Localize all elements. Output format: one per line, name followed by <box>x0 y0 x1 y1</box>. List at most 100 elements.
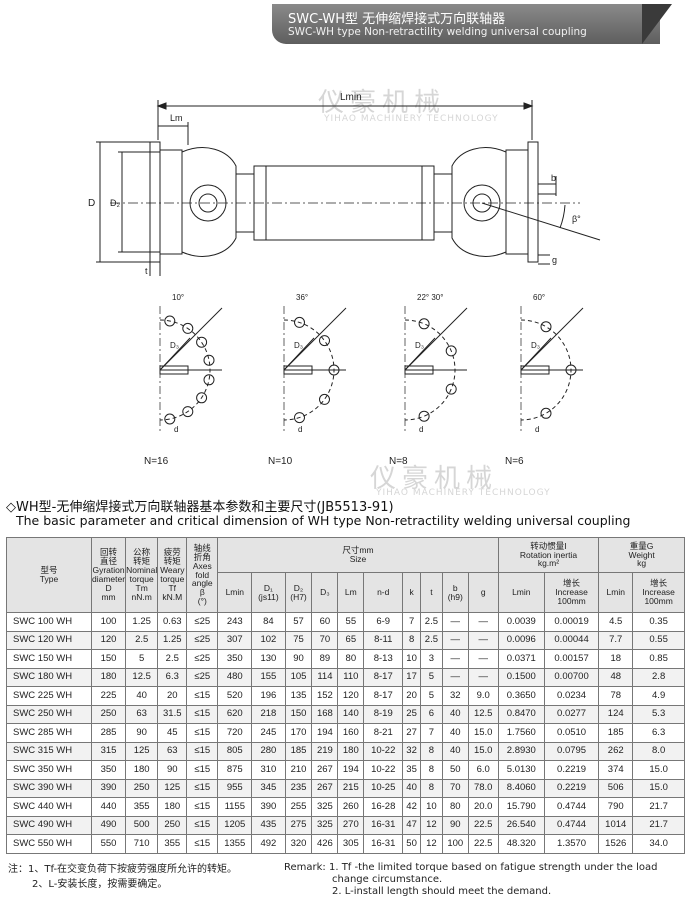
table-cell: 0.4744 <box>543 797 600 817</box>
table-cell: 10-25 <box>363 778 404 798</box>
table-cell: 40 <box>441 704 469 724</box>
table-cell: 194 <box>337 760 365 780</box>
table-cell: 215 <box>337 778 365 798</box>
table-cell: 0.00019 <box>543 612 600 632</box>
table-cell: — <box>467 612 499 632</box>
cell-model: SWC 225 WH <box>6 686 92 706</box>
note-en-2: change circumstance. <box>332 874 443 885</box>
table-cell: 90 <box>441 815 469 835</box>
table-cell: 1526 <box>598 834 634 854</box>
th-size-col-2: D₂(H7) <box>284 572 313 613</box>
table-cell: 8 <box>419 741 443 761</box>
table-cell: 1.7560 <box>497 723 545 743</box>
bolt-hole <box>182 406 194 418</box>
table-cell: — <box>467 649 499 669</box>
table-cell: 2.5 <box>125 630 159 650</box>
table-cell: 520 <box>217 686 253 706</box>
table-cell: 4.9 <box>632 686 685 706</box>
table-cell: 7.7 <box>598 630 634 650</box>
table-cell: 185 <box>598 723 634 743</box>
table-cell: 16-28 <box>363 797 404 817</box>
table-cell: 63 <box>157 741 188 761</box>
flange-label: N=16 <box>144 456 169 467</box>
table-cell: 790 <box>598 797 634 817</box>
table-cell: 2.8930 <box>497 741 545 761</box>
table-cell: 80 <box>441 797 469 817</box>
table-cell: 125 <box>125 741 159 761</box>
table-cell: 6.0 <box>467 760 499 780</box>
table-cell: 196 <box>251 686 286 706</box>
table-cell: 15.0 <box>632 760 685 780</box>
table-cell: 70 <box>311 630 339 650</box>
table-cell: 12.5 <box>125 667 159 687</box>
table-cell: 0.0510 <box>543 723 600 743</box>
table-cell: 45 <box>157 723 188 743</box>
flange-d-label: d <box>298 425 302 434</box>
table-cell: 8-17 <box>363 686 404 706</box>
table-cell: 285 <box>90 723 127 743</box>
bolt-hole <box>418 318 430 330</box>
title-banner: SWC-WH型 无伸缩焊接式万向联轴器 SWC-WH type Non-retr… <box>272 4 672 44</box>
table-cell: 0.85 <box>632 649 685 669</box>
table-cell: 47 <box>402 815 421 835</box>
table-cell: 130 <box>251 649 286 669</box>
flange-n10 <box>283 306 347 434</box>
table-cell: 80 <box>337 649 365 669</box>
table-cell: 270 <box>337 815 365 835</box>
table-cell: 40 <box>441 741 469 761</box>
table-cell: — <box>441 612 469 632</box>
watermark-bottom-sub: YIHAO MACHINERY TECHNOLOGY <box>376 488 551 498</box>
table-cell: 135 <box>284 686 313 706</box>
table-cell: 218 <box>251 704 286 724</box>
table-cell: 426 <box>311 834 339 854</box>
table-cell: 0.1500 <box>497 667 545 687</box>
flange-angle: 60° <box>533 293 545 302</box>
flange-n8 <box>404 306 468 434</box>
table-cell: 150 <box>90 649 127 669</box>
th-size-col-9: g <box>467 572 499 613</box>
note-en-1: Remark: 1. Tf -the limited torque based … <box>284 862 658 873</box>
table-cell: 152 <box>311 686 339 706</box>
table-cell: 32 <box>402 741 421 761</box>
bolt-hole <box>203 374 215 386</box>
table-cell: 20 <box>402 686 421 706</box>
table-cell: 125 <box>157 778 188 798</box>
table-cell: 325 <box>311 797 339 817</box>
table-cell: 140 <box>337 704 365 724</box>
table-cell: 155 <box>251 667 286 687</box>
table-cell: 120 <box>90 630 127 650</box>
table-cell: 160 <box>337 723 365 743</box>
table-cell: 0.0371 <box>497 649 545 669</box>
table-cell: 89 <box>311 649 339 669</box>
table-cell: 310 <box>251 760 286 780</box>
table-cell: 180 <box>157 797 188 817</box>
table-cell: 34.0 <box>632 834 685 854</box>
bolt-hole <box>196 336 208 348</box>
table-cell: 6.3 <box>157 667 188 687</box>
table-cell: 32 <box>441 686 469 706</box>
table-cell: 21.7 <box>632 815 685 835</box>
flange-label: N=10 <box>268 456 293 467</box>
flange-d-label: d <box>419 425 423 434</box>
table-cell: 0.0277 <box>543 704 600 724</box>
table-cell: 100 <box>90 612 127 632</box>
table-cell: 194 <box>311 723 339 743</box>
table-cell: 0.2219 <box>543 760 600 780</box>
table-cell: 31.5 <box>157 704 188 724</box>
banner-title-cn: SWC-WH型 无伸缩焊接式万向联轴器 <box>288 12 506 27</box>
table-cell: 260 <box>337 797 365 817</box>
table-cell: 60 <box>311 612 339 632</box>
label-d2: D₂ <box>110 198 120 208</box>
table-cell: 506 <box>598 778 634 798</box>
note-cn-1: 注：1、Tf-在交变负荷下按疲劳强度所允许的转矩。 <box>8 864 238 875</box>
cell-model: SWC 550 WH <box>6 834 92 854</box>
table-cell: 40 <box>441 723 469 743</box>
